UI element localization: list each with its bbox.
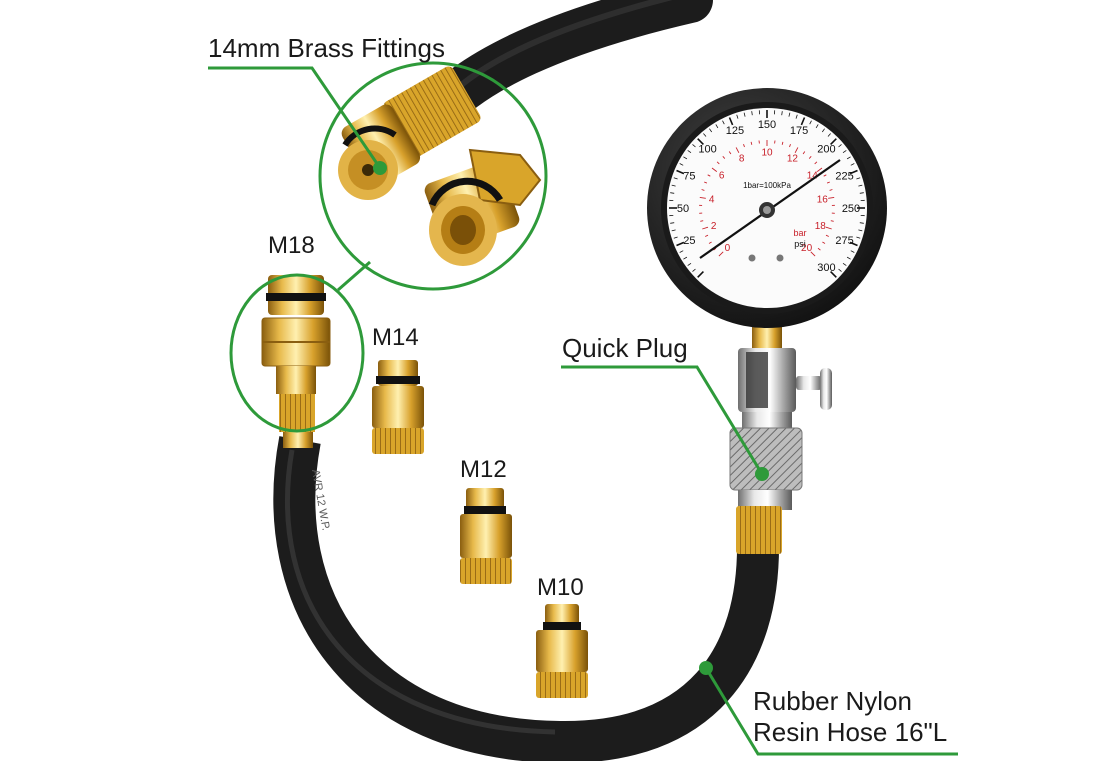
gauge-tick-label: 8 [739, 154, 745, 165]
gauge-tick-label: 10 [761, 148, 773, 159]
gauge-tick-label: 100 [698, 144, 716, 156]
gauge-bar-tick [700, 221, 703, 222]
hose-label-line1: Rubber Nylon [753, 687, 912, 717]
gauge-tick-label: 25 [683, 235, 695, 247]
gauge-note: 1bar=100kPa [743, 181, 791, 190]
gauge-tick-label: 125 [726, 125, 744, 137]
gauge-tick-label: 275 [835, 235, 853, 247]
quick-plug-label: Quick Plug [562, 334, 688, 364]
gauge-tick-label: 6 [719, 171, 725, 182]
m12-adapter [460, 488, 512, 584]
m10-adapter [536, 604, 588, 698]
gauge-tick-label: 50 [677, 203, 689, 215]
hose-label-line2: Resin Hose 16"L [753, 718, 947, 748]
gauge-unit-bar: bar [793, 228, 806, 238]
gauge-tick-label: 300 [817, 262, 835, 274]
gauge-bar-tick [831, 221, 834, 222]
circle-connector [338, 262, 370, 290]
gauge-tick-label: 2 [711, 221, 717, 232]
gauge-tick-label: 0 [725, 243, 731, 254]
gauge-tick-label: 150 [758, 119, 776, 131]
quick-plug-assembly [730, 318, 832, 554]
m12-label: M12 [460, 456, 507, 484]
m18-adapter [262, 275, 330, 448]
gauge-tick-label: 12 [787, 154, 799, 165]
gauge-tick-label: 175 [790, 125, 808, 137]
gauge-tick-label: 200 [817, 144, 835, 156]
gauge-tick-label: 18 [815, 221, 827, 232]
main-hose [294, 440, 758, 742]
gauge-tick-label: 16 [817, 195, 829, 206]
m14-adapter [372, 360, 424, 454]
gauge-unit-psi: psi [794, 239, 806, 249]
m10-label: M10 [537, 574, 584, 602]
brass-fittings-label: 14mm Brass Fittings [208, 34, 445, 64]
gauge-tick-label: 4 [709, 195, 715, 206]
m18-label: M18 [268, 232, 315, 260]
m14-label: M14 [372, 324, 419, 352]
gauge-tick-label: 75 [683, 171, 695, 183]
